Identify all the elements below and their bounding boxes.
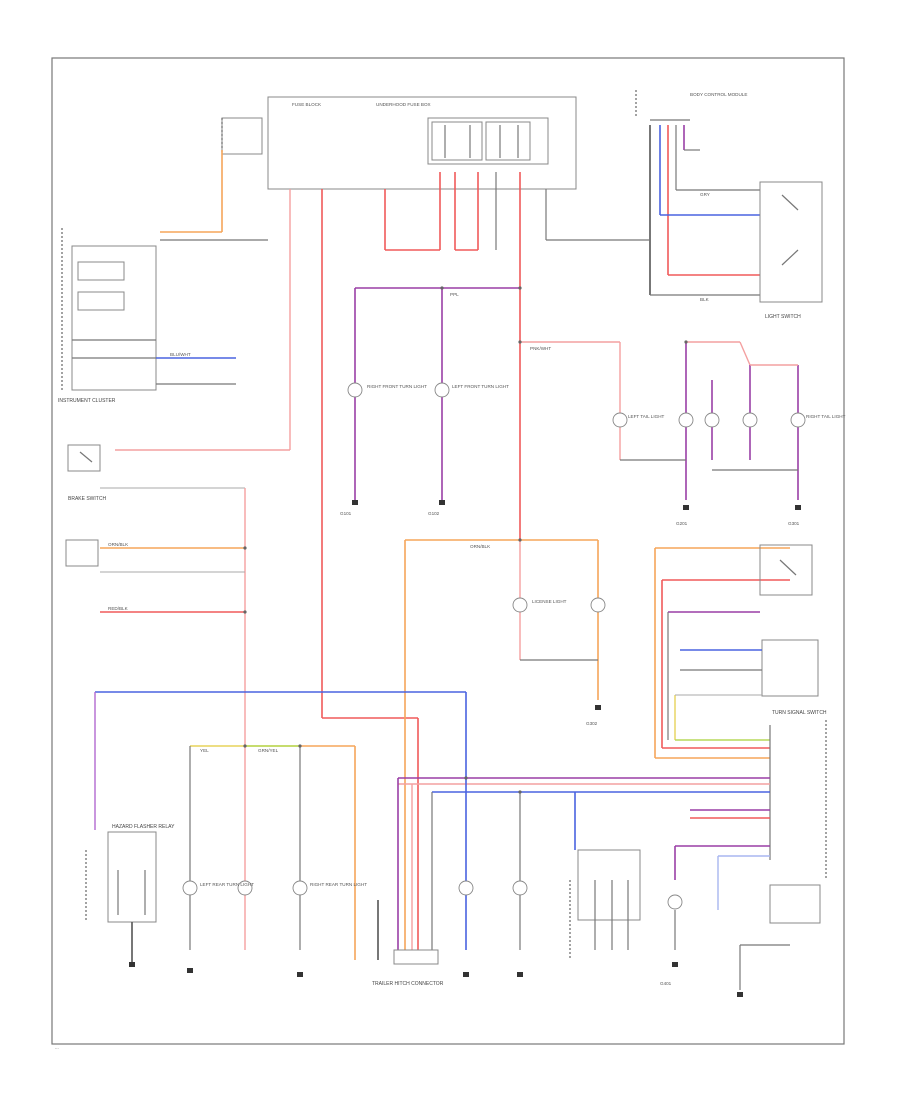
rear-lamp-cluster: LEFT TAIL LIGHT RIGHT TAIL LIGHT G201 G3… bbox=[520, 341, 846, 526]
svg-text:PPL: PPL bbox=[450, 292, 459, 297]
svg-text:HAZARD FLASHER RELAY: HAZARD FLASHER RELAY bbox=[112, 824, 175, 830]
trailer-connector: TRAILER HITCH CONNECTOR bbox=[372, 900, 444, 987]
svg-text:GRN/YEL: GRN/YEL bbox=[258, 748, 279, 753]
hazard-flasher: HAZARD FLASHER RELAY bbox=[85, 824, 175, 967]
svg-text:BLK: BLK bbox=[700, 297, 710, 302]
svg-text:RIGHT REAR TURN LIGHT: RIGHT REAR TURN LIGHT bbox=[310, 882, 367, 887]
brake-switch: BRAKE SWITCH ORN/BLK RED/BLK bbox=[65, 444, 246, 950]
svg-text:RED/BLK: RED/BLK bbox=[108, 606, 129, 611]
svg-text:LICENSE LIGHT: LICENSE LIGHT bbox=[532, 599, 567, 604]
svg-text:ORN/BLK: ORN/BLK bbox=[108, 542, 129, 547]
ground-points bbox=[187, 968, 523, 977]
power-feed-wires bbox=[115, 172, 650, 950]
junction-dots bbox=[243, 286, 688, 794]
signal-bus bbox=[397, 777, 770, 950]
svg-text:G102: G102 bbox=[428, 511, 440, 516]
svg-text:RIGHT FRONT TURN LIGHT: RIGHT FRONT TURN LIGHT bbox=[367, 384, 427, 389]
svg-text:G401: G401 bbox=[660, 981, 672, 986]
svg-text:GRY: GRY bbox=[700, 192, 710, 197]
svg-text:RIGHT TAIL LIGHT: RIGHT TAIL LIGHT bbox=[806, 414, 846, 419]
svg-text:BLU/WHT: BLU/WHT bbox=[170, 352, 191, 357]
turn-signal-switch: TURN SIGNAL SWITCH bbox=[654, 544, 827, 880]
svg-text:INSTRUMENT CLUSTER: INSTRUMENT CLUSTER bbox=[58, 398, 116, 404]
svg-text:TURN SIGNAL SWITCH: TURN SIGNAL SWITCH bbox=[772, 710, 827, 716]
front-turn-branch: RIGHT FRONT TURN LIGHT LEFT FRONT TURN L… bbox=[340, 287, 520, 516]
svg-text:LIGHT SWITCH: LIGHT SWITCH bbox=[765, 314, 801, 320]
svg-text:LEFT REAR TURN LIGHT: LEFT REAR TURN LIGHT bbox=[200, 882, 254, 887]
license-light-branch: LICENSE LIGHT G302 bbox=[404, 539, 606, 950]
rear-turn-branch: LEFT REAR TURN LIGHT RIGHT REAR TURN LIG… bbox=[94, 691, 528, 960]
svg-text:ORN/BLK: ORN/BLK bbox=[470, 544, 491, 549]
svg-text:G302: G302 bbox=[586, 721, 598, 726]
svg-text:YEL: YEL bbox=[200, 748, 209, 753]
wire-color-labels: PPL PNK/WHT BLU/WHT GRN/YEL ORN/BLK YEL … bbox=[170, 192, 710, 753]
svg-text:TRAILER HITCH CONNECTOR: TRAILER HITCH CONNECTOR bbox=[372, 981, 444, 987]
svg-text:BODY CONTROL MODULE: BODY CONTROL MODULE bbox=[690, 92, 747, 97]
svg-text:FUSE BLOCK: FUSE BLOCK bbox=[292, 102, 322, 107]
lower-right-relay: G401 bbox=[569, 849, 821, 997]
svg-text:PNK/WHT: PNK/WHT bbox=[530, 346, 551, 351]
light-switch: BODY CONTROL MODULE LIGHT SWITCH bbox=[635, 90, 823, 320]
fuse-block: FUSE BLOCK UNDERHOOD FUSE BOX bbox=[267, 96, 577, 190]
svg-text:BRAKE SWITCH: BRAKE SWITCH bbox=[68, 496, 106, 502]
svg-text:G201: G201 bbox=[676, 521, 688, 526]
instrument-cluster: INSTRUMENT CLUSTER bbox=[58, 228, 268, 404]
svg-text:G101: G101 bbox=[340, 511, 352, 516]
svg-text:UNDERHOOD FUSE BOX: UNDERHOOD FUSE BOX bbox=[376, 102, 431, 107]
svg-text:G301: G301 bbox=[788, 521, 800, 526]
svg-text:LEFT TAIL LIGHT: LEFT TAIL LIGHT bbox=[628, 414, 665, 419]
svg-text:LEFT FRONT TURN LIGHT: LEFT FRONT TURN LIGHT bbox=[452, 384, 509, 389]
diagram-frame bbox=[51, 57, 845, 1045]
top-left-connector bbox=[160, 117, 263, 233]
footer-mark: ... bbox=[55, 1045, 59, 1050]
